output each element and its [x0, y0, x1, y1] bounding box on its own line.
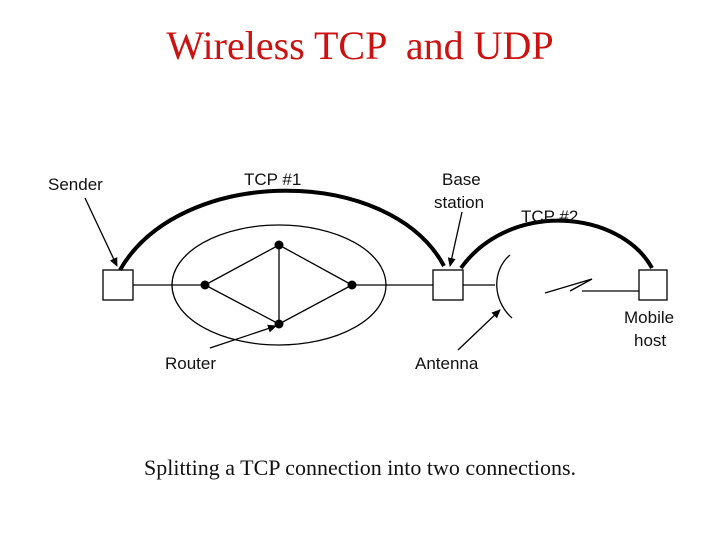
base-station-box — [432, 269, 464, 301]
antenna-label: Antenna — [415, 354, 479, 373]
sender-arrow — [84, 197, 118, 267]
tcp2-arc — [459, 218, 654, 270]
tcp1-label: TCP #1 — [244, 170, 301, 189]
network-ellipse — [171, 224, 387, 346]
router-node-left — [200, 280, 210, 290]
router-arrow — [209, 324, 277, 349]
router-label: Router — [165, 354, 216, 373]
mobile-host-label-line2: host — [634, 331, 666, 350]
router-node-top — [274, 240, 284, 250]
wireless-signal-zigzag — [544, 278, 593, 294]
router-node-right — [347, 280, 357, 290]
mobile-host-label-line1: Mobile — [624, 308, 674, 327]
mobile-host-box — [638, 269, 668, 301]
antenna-arrow — [457, 309, 501, 351]
sender-label: Sender — [48, 175, 103, 194]
base-station-label-line2: station — [434, 193, 484, 212]
base-station-label-line1: Base — [442, 170, 481, 189]
router-node-bottom — [274, 319, 284, 329]
tcp2-label: TCP #2 — [521, 207, 578, 226]
tcp1-arc — [118, 188, 446, 271]
sender-box — [102, 269, 134, 301]
slide-title: Wireless TCP and UDP — [166, 23, 554, 68]
base-station-arrow — [447, 211, 463, 267]
slide-caption: Splitting a TCP connection into two conn… — [143, 455, 577, 480]
antenna-icon — [496, 254, 513, 319]
